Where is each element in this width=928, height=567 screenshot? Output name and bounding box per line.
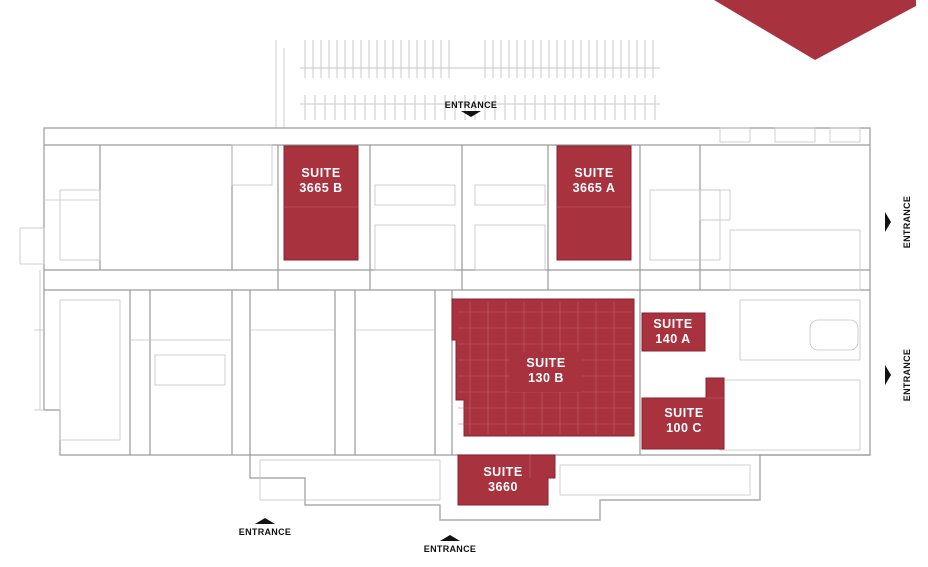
- entrance-top: ENTRANCE: [445, 100, 497, 117]
- suite-140a[interactable]: SUITE 140 A: [641, 312, 706, 352]
- arrow-up-icon: [440, 535, 460, 541]
- building-walls: [19, 127, 871, 521]
- suite-3665b-line1: SUITE: [301, 166, 340, 180]
- suite-3660-line2: 3660: [488, 480, 518, 494]
- arrow-left-icon: [885, 212, 891, 232]
- suite-140a-line1: SUITE: [653, 317, 692, 331]
- suite-3665b-line2: 3665 B: [299, 181, 342, 195]
- suite-140a-line2: 140 A: [655, 332, 690, 346]
- suite-3660-line1: SUITE: [483, 465, 522, 479]
- corner-banner: [714, 0, 916, 60]
- suite-100c-line1: SUITE: [664, 406, 703, 420]
- arrow-down-icon: [461, 111, 481, 117]
- arrow-up-icon: [255, 518, 275, 524]
- entrance-right-upper: ENTRANCE: [902, 196, 912, 248]
- entrance-bottom-left: ENTRANCE: [239, 518, 291, 537]
- entrance-bottom-center-label: ENTRANCE: [424, 544, 476, 554]
- entrance-bottom-center: ENTRANCE: [424, 535, 476, 554]
- suite-100c[interactable]: SUITE 100 C: [641, 377, 725, 450]
- arrow-left-icon: [885, 365, 891, 385]
- suite-130b[interactable]: SUITE 130 B: [451, 298, 635, 437]
- entrance-right-lower-label: ENTRANCE: [902, 349, 912, 401]
- entrance-right-lower: ENTRANCE: [902, 349, 912, 401]
- suite-100c-line2: 100 C: [666, 421, 702, 435]
- suite-3665b[interactable]: SUITE 3665 B: [283, 145, 359, 261]
- parking-lot: [275, 40, 660, 128]
- suite-3660[interactable]: SUITE 3660: [457, 454, 556, 506]
- suite-130b-line2: 130 B: [528, 371, 564, 385]
- entrance-bottom-left-label: ENTRANCE: [239, 527, 291, 537]
- suite-3665a[interactable]: SUITE 3665 A: [556, 145, 632, 261]
- suite-3665a-line1: SUITE: [574, 166, 613, 180]
- entrance-top-label: ENTRANCE: [445, 100, 497, 110]
- suite-3665a-line2: 3665 A: [573, 181, 616, 195]
- suite-130b-line1: SUITE: [526, 356, 565, 370]
- entrance-right-upper-label: ENTRANCE: [902, 196, 912, 248]
